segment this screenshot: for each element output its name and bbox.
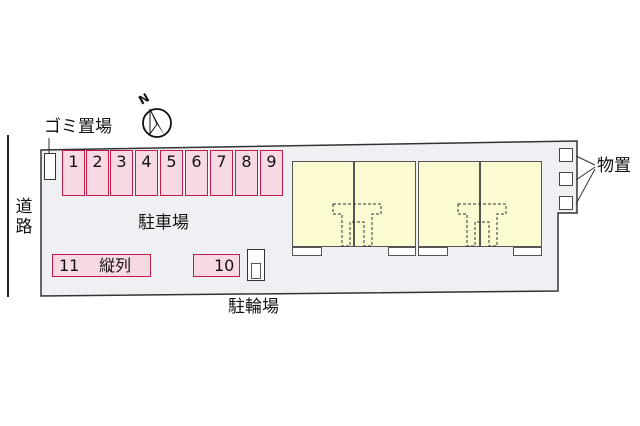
road-edge-line <box>7 135 9 297</box>
parking-label: 駐車場 <box>138 213 189 233</box>
stair-outline-right <box>457 203 507 247</box>
storage-leader-3 <box>575 168 596 205</box>
storage-shed <box>559 172 573 186</box>
trash-area <box>44 153 56 180</box>
trash-label: ゴミ置場 <box>44 117 112 137</box>
building-footing <box>513 247 542 256</box>
parking-slot: 5 <box>160 150 183 196</box>
road-label: 道 路 <box>15 197 33 237</box>
slot-11-number: 11 <box>59 256 80 275</box>
storage-leader-1 <box>575 155 596 166</box>
parking-slot-11: 11 縦列 <box>52 254 151 277</box>
bike-parking-label: 駐輪場 <box>228 297 279 317</box>
bicycle-parking-inner <box>251 263 261 279</box>
building-footing <box>292 247 322 256</box>
parking-slot: 2 <box>86 150 109 196</box>
storage-shed <box>559 148 573 162</box>
parking-slot: 6 <box>185 150 208 196</box>
parking-slot: 9 <box>260 150 283 196</box>
parking-slot: 7 <box>210 150 233 196</box>
storage-label: 物置 <box>597 156 631 176</box>
north-arrow-icon: N <box>136 90 176 140</box>
stair-outline-left <box>332 203 382 247</box>
parking-slot: 1 <box>62 150 85 196</box>
slot-11-note: 縦列 <box>99 256 132 275</box>
parking-slot: 3 <box>110 150 133 196</box>
parking-slot: 8 <box>235 150 258 196</box>
building-footing <box>418 247 448 256</box>
storage-shed <box>559 196 573 210</box>
slot-10-number: 10 <box>214 256 235 275</box>
building-footing <box>388 247 416 256</box>
storage-leader-2 <box>575 166 596 181</box>
parking-slot-10: 10 <box>193 254 240 277</box>
parking-slot: 4 <box>135 150 158 196</box>
